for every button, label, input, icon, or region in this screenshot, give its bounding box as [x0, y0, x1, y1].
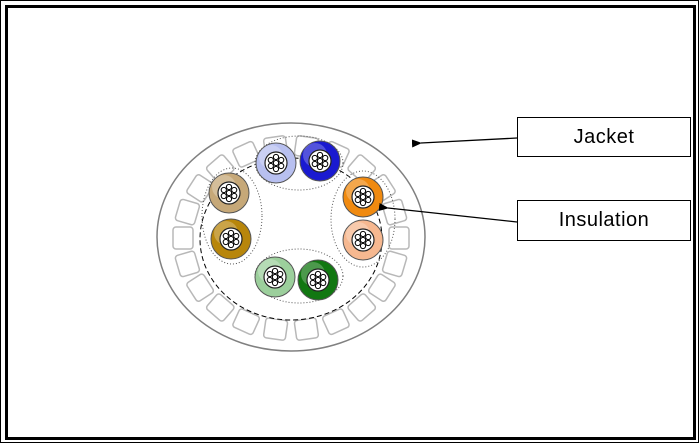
stranded-conductor-icon: [354, 230, 372, 250]
stranded-conductor-icon: [309, 270, 327, 290]
orange-white-wire: [342, 219, 384, 261]
jacket-segment: [232, 140, 261, 168]
jacket-segment: [347, 154, 377, 183]
brown-wire: [210, 218, 252, 260]
pair-boundary-left: [201, 167, 263, 265]
green-wire: [297, 259, 339, 301]
stranded-conductor-icon: [311, 151, 329, 171]
jacket-segment: [186, 273, 215, 302]
jacket-segment: [172, 226, 194, 250]
insulation-label: Insulation: [517, 200, 691, 241]
jacket-segment: [347, 293, 377, 322]
blue-white-wire: [255, 142, 297, 184]
jacket-label: Jacket: [517, 117, 691, 157]
stranded-conductor-icon: [354, 187, 372, 207]
jacket-arrow: [411, 137, 518, 148]
stranded-conductor-icon: [267, 153, 285, 173]
pair-boundary-right: [330, 170, 396, 268]
pair-boundary-top: [254, 135, 344, 191]
jacket-segment: [174, 198, 201, 226]
orange-wire: [342, 176, 384, 218]
insulation-arrow: [378, 203, 518, 223]
jacket-segment: [321, 308, 350, 336]
brown-white-wire: [208, 172, 250, 214]
stranded-conductor-icon: [266, 267, 284, 287]
jacket-segment: [232, 308, 261, 336]
stranded-conductor-icon: [222, 229, 240, 249]
jacket-segment: [262, 317, 289, 341]
stranded-conductor-icon: [220, 183, 238, 203]
jacket-segment: [205, 293, 235, 322]
inner-frame: [5, 5, 696, 440]
blue-wire: [299, 140, 341, 182]
pair-boundary-bottom: [254, 248, 344, 304]
green-white-wire: [254, 256, 296, 298]
jacket-segment: [293, 317, 320, 341]
jacket-segment: [174, 250, 201, 278]
jacket-segment: [381, 250, 408, 278]
jacket-segment: [388, 226, 410, 250]
jacket-segment: [367, 273, 396, 302]
